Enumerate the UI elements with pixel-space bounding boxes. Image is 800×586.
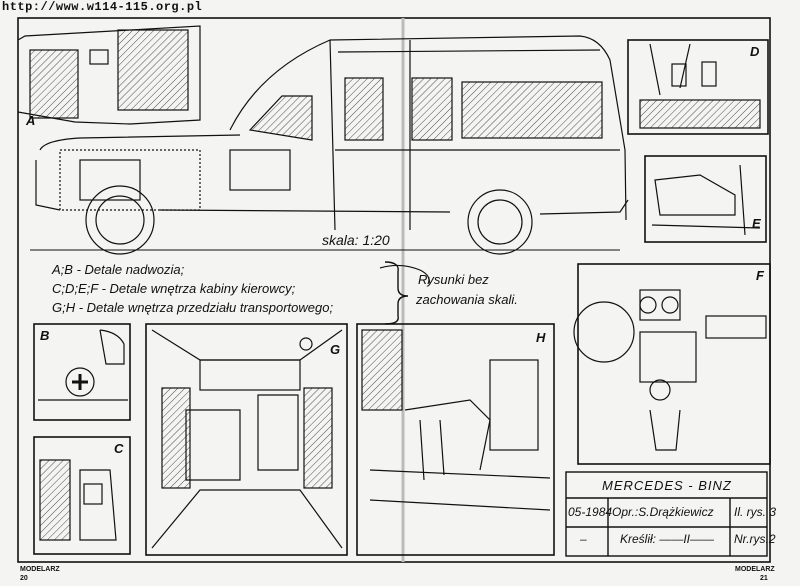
panel-label-h: H	[536, 330, 546, 345]
panel-b	[33, 323, 131, 421]
panel-label-g: G	[330, 342, 341, 357]
source-url[interactable]: http://www.w114-115.org.pl	[2, 0, 203, 14]
panel-label-d: D	[750, 44, 760, 59]
panel-c	[33, 436, 131, 555]
title-block-author: Opr.:S.Drążkiewicz	[612, 505, 714, 519]
footer-left-page: 20	[20, 575, 28, 582]
title-block-frame	[565, 471, 768, 557]
panel-f	[573, 263, 771, 465]
vehicle-side-view	[17, 25, 629, 255]
panel-label-a: A	[26, 113, 36, 128]
footer-left-title: MODELARZ	[20, 566, 60, 573]
panel-label-c: C	[114, 441, 124, 456]
scale-label: skala: 1:20	[322, 232, 390, 248]
footer-right-page: 21	[760, 575, 768, 582]
panel-e	[644, 155, 767, 243]
panel-label-e: E	[752, 216, 761, 231]
title-block: MERCEDES - BINZ 05-1984 Opr.:S.Drążkiewi…	[566, 472, 776, 556]
panel-label-f: F	[756, 268, 764, 283]
legend-line-1: A;B - Detale nadwozia;	[52, 262, 185, 277]
title-block-title: MERCEDES - BINZ	[602, 478, 732, 493]
title-block-ill: Il. rys. 3	[734, 505, 777, 519]
legend-line-3: G;H - Detale wnętrza przedziału transpor…	[52, 300, 334, 315]
panel-label-b: B	[40, 328, 50, 343]
panel-d	[627, 39, 769, 135]
panel-h	[356, 323, 555, 556]
title-block-dash: –	[580, 532, 587, 546]
title-block-nr: Nr.rys.2	[734, 532, 776, 546]
footer-right-title: MODELARZ	[735, 566, 775, 573]
panel-g	[145, 323, 348, 556]
note-line-1: Rysunki bez	[418, 272, 489, 287]
legend-brace	[384, 261, 409, 325]
legend-line-2: C;D;E;F - Detale wnętrza kabiny kierowcy…	[52, 281, 296, 296]
title-block-date: 05-1984	[568, 505, 613, 519]
title-block-drawn: Kreślił: ——II——	[620, 532, 715, 546]
note-line-2: zachowania skali.	[416, 292, 518, 307]
